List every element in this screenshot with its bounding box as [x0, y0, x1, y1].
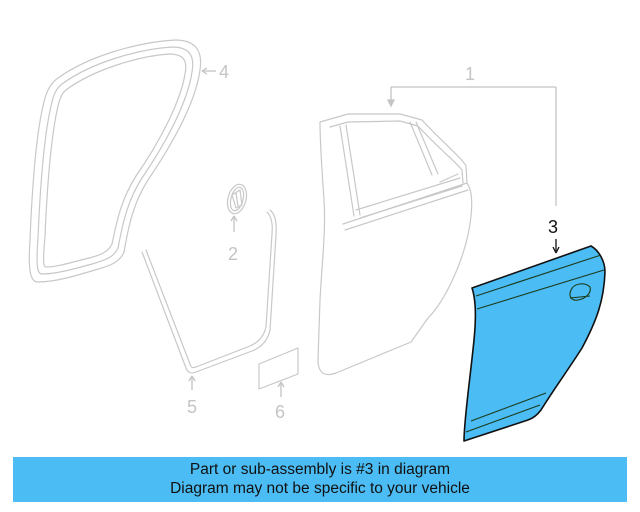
arrow-head-5 [188, 375, 196, 382]
leader-line-1 [390, 86, 557, 206]
arrow-head-3 [552, 246, 560, 254]
arrow-head-4 [201, 67, 208, 75]
part-4-weatherstrip[interactable] [28, 39, 202, 283]
callout-5: 5 [187, 375, 197, 417]
arrow-head-2 [230, 215, 238, 222]
callout-label-1: 1 [465, 64, 475, 84]
callout-label-2: 2 [228, 244, 238, 264]
callout-label-5: 5 [187, 397, 197, 417]
callout-1: 1 [386, 64, 557, 206]
callout-3: 3 [548, 217, 560, 254]
callout-4: 4 [201, 62, 229, 82]
arrow-head-1 [386, 99, 396, 108]
callout-6: 6 [275, 381, 285, 422]
banner-line-disclaimer: Diagram may not be specific to your vehi… [170, 480, 470, 497]
banner-line-part: Part or sub-assembly is #3 in diagram [189, 461, 451, 478]
part-5-lower-weatherstrip[interactable] [141, 209, 277, 374]
part-1-door-assembly[interactable] [317, 113, 473, 376]
callout-label-3: 3 [548, 217, 558, 237]
callout-label-4: 4 [219, 62, 229, 82]
info-banner: Part or sub-assembly is #3 in diagram Di… [13, 457, 627, 502]
callout-label-6: 6 [275, 402, 285, 422]
part-3-outer-panel[interactable] [463, 245, 606, 442]
arrow-head-6 [277, 381, 285, 388]
part-6-label[interactable] [258, 347, 299, 390]
callout-2: 2 [228, 215, 238, 264]
part-2-lock-cylinder[interactable] [224, 182, 249, 216]
